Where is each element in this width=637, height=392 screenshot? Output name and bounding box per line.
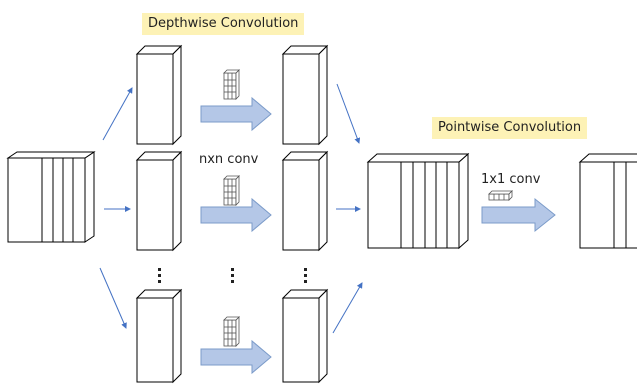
input-slice [41, 157, 54, 243]
connector-arrow [336, 83, 361, 144]
depthwise-arrow-top [200, 96, 272, 132]
pointwise-kernel-icon [488, 190, 513, 201]
depthwise-arrow-bottom [200, 339, 272, 375]
connector-arrow [99, 267, 127, 329]
input-slice [84, 151, 95, 243]
block-arrows [200, 96, 556, 375]
input-slice [7, 157, 43, 243]
input-slice [52, 157, 64, 243]
input-slice [62, 157, 74, 243]
kernel-grid-icon [223, 175, 240, 206]
connector-arrow [332, 282, 363, 334]
nxn-conv-label: nxn conv [199, 152, 259, 167]
ellipsis-icon [303, 268, 309, 286]
pointwise-output-tensor [578, 153, 637, 249]
channel-slice-bottom [135, 288, 183, 384]
ellipsis-icon [230, 268, 236, 286]
connector-arrow [102, 87, 133, 141]
channel-slice-middle [135, 150, 183, 252]
pointwise-convolution-title: Pointwise Convolution [432, 117, 588, 139]
stacked-intermediate-tensor [366, 152, 470, 250]
pointwise-arrow [481, 197, 556, 233]
depthwise-output-top [281, 44, 329, 146]
input-tensor-stack [6, 151, 96, 243]
kernel-grid-icon [223, 316, 240, 347]
connector-lines [99, 83, 363, 334]
conv-1x1-label: 1x1 conv [481, 172, 541, 187]
kernel-grid-icon [223, 69, 240, 100]
input-slice [72, 157, 86, 243]
depthwise-output-middle [281, 150, 329, 252]
depthwise-convolution-title: Depthwise Convolution [142, 13, 305, 35]
depthwise-arrow-middle [200, 197, 272, 233]
depthwise-output-bottom [281, 288, 329, 384]
input-top-face [6, 151, 96, 159]
channel-slice-top [135, 44, 183, 146]
ellipsis-icon [157, 268, 163, 286]
